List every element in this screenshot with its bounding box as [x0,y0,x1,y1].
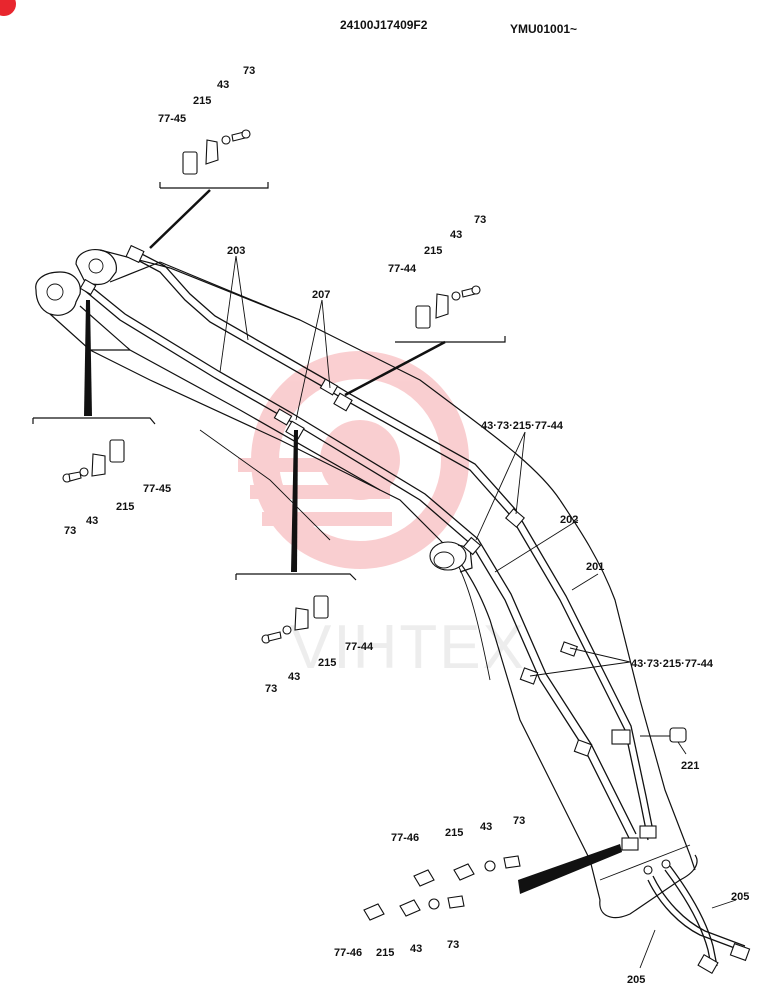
bottom-a-43: 43 [480,821,492,833]
bottom-b-77-46: 77-46 [334,947,362,959]
callout-207: 207 [312,289,330,301]
inset-parts [62,129,521,921]
corner-badge-icon [0,0,16,16]
mid-inset-77-44: 77-44 [345,641,374,653]
mid-inset-215: 215 [318,657,336,669]
watermark-text: VIHTEX [290,613,526,682]
boom-arm [35,249,698,919]
right-inset-43: 43 [450,229,462,241]
right-inset-77-44: 77-44 [388,263,417,275]
plug-221-icon [640,727,687,743]
bottom-a-73: 73 [513,815,525,827]
mid-inset-73: 73 [265,683,277,695]
cylinder-pin [429,541,473,573]
top-inset-215: 215 [193,95,211,107]
bottom-b-73: 73 [447,939,459,951]
callout-combo-lower: 43·73·215·77-44 [631,658,714,670]
left-inset-73: 73 [64,525,76,537]
top-inset-43: 43 [217,79,229,91]
left-inset-77-45: 77-45 [143,483,171,495]
top-inset-77-45: 77-45 [158,113,186,125]
bottom-b-43: 43 [410,943,422,955]
top-inset-73: 73 [243,65,255,77]
callout-205-upper: 205 [731,891,749,903]
inset-leaders [32,182,737,969]
left-inset-43: 43 [86,515,98,527]
callout-203: 203 [227,245,245,257]
mid-inset-43: 43 [288,671,300,683]
right-inset-215: 215 [424,245,442,257]
callout-combo-upper: 43·73·215·77-44 [481,420,564,432]
right-inset-73: 73 [474,214,486,226]
callout-205-lower: 205 [627,974,645,986]
hydraulic-pipes [83,249,746,971]
part-code: 24100J17409F2 [340,18,428,32]
bottom-a-215: 215 [445,827,463,839]
serial-range: YMU01001~ [510,22,577,36]
bottom-b-215: 215 [376,947,394,959]
callout-201: 201 [586,561,604,573]
bottom-a-77-46: 77-46 [391,832,419,844]
callout-202: 202 [560,514,578,526]
left-inset-215: 215 [116,501,134,513]
pipe-clamps [79,244,751,974]
callout-221: 221 [681,760,699,772]
watermark-gear-logo [238,351,469,569]
